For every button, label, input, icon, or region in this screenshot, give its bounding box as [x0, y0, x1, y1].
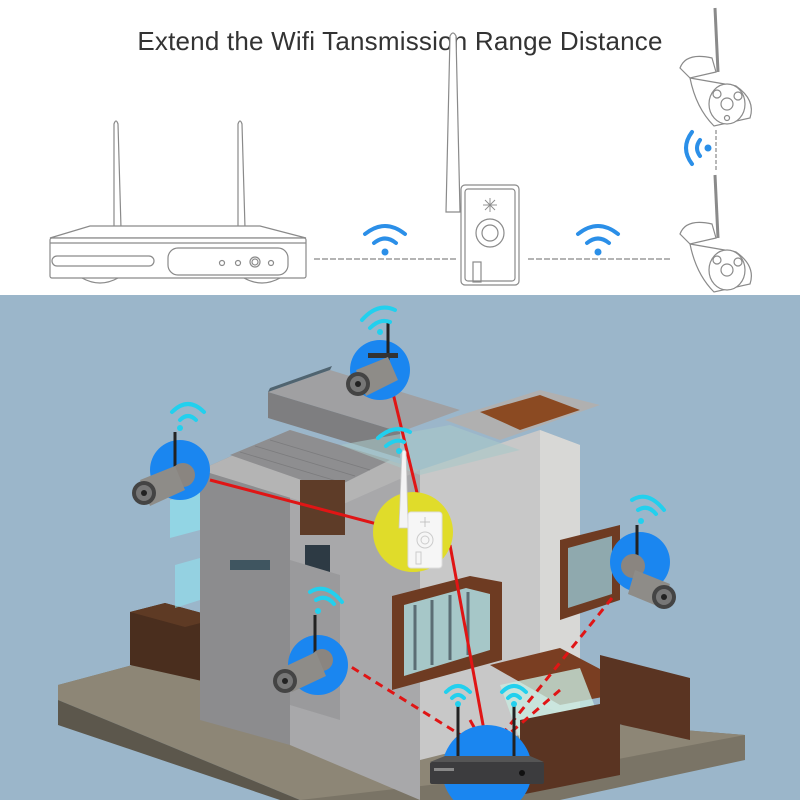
- wifi-icon: [684, 130, 712, 166]
- camera-right: [621, 525, 676, 609]
- camera-lower-left: [273, 615, 333, 693]
- repeater-device-illustration: [445, 32, 520, 286]
- camera-bottom-illustration: [679, 174, 752, 293]
- nvr-ground: [430, 704, 544, 784]
- camera-roof: [346, 322, 398, 396]
- wifi-icon: [360, 305, 397, 335]
- wifi-icon: [376, 427, 412, 454]
- wifi-icon: [170, 402, 206, 431]
- wifi-icon: [363, 224, 407, 256]
- page-title: Extend the Wifi Tansmission Range Distan…: [137, 26, 663, 56]
- top-diagram-panel: Extend the Wifi Tansmission Range Distan…: [0, 0, 800, 295]
- building-scene-panel: [0, 295, 800, 800]
- camera-top-illustration: [679, 7, 752, 127]
- wifi-icon: [308, 586, 344, 614]
- top-diagram: [49, 7, 752, 293]
- nvr-device-illustration: [49, 120, 307, 284]
- wifi-icon: [630, 494, 666, 524]
- building-scene: [58, 305, 745, 800]
- repeater-center: [398, 449, 443, 569]
- wifi-icon: [500, 684, 528, 707]
- wifi-icon: [444, 684, 472, 707]
- wifi-icon: [576, 224, 620, 256]
- camera-left: [132, 432, 195, 506]
